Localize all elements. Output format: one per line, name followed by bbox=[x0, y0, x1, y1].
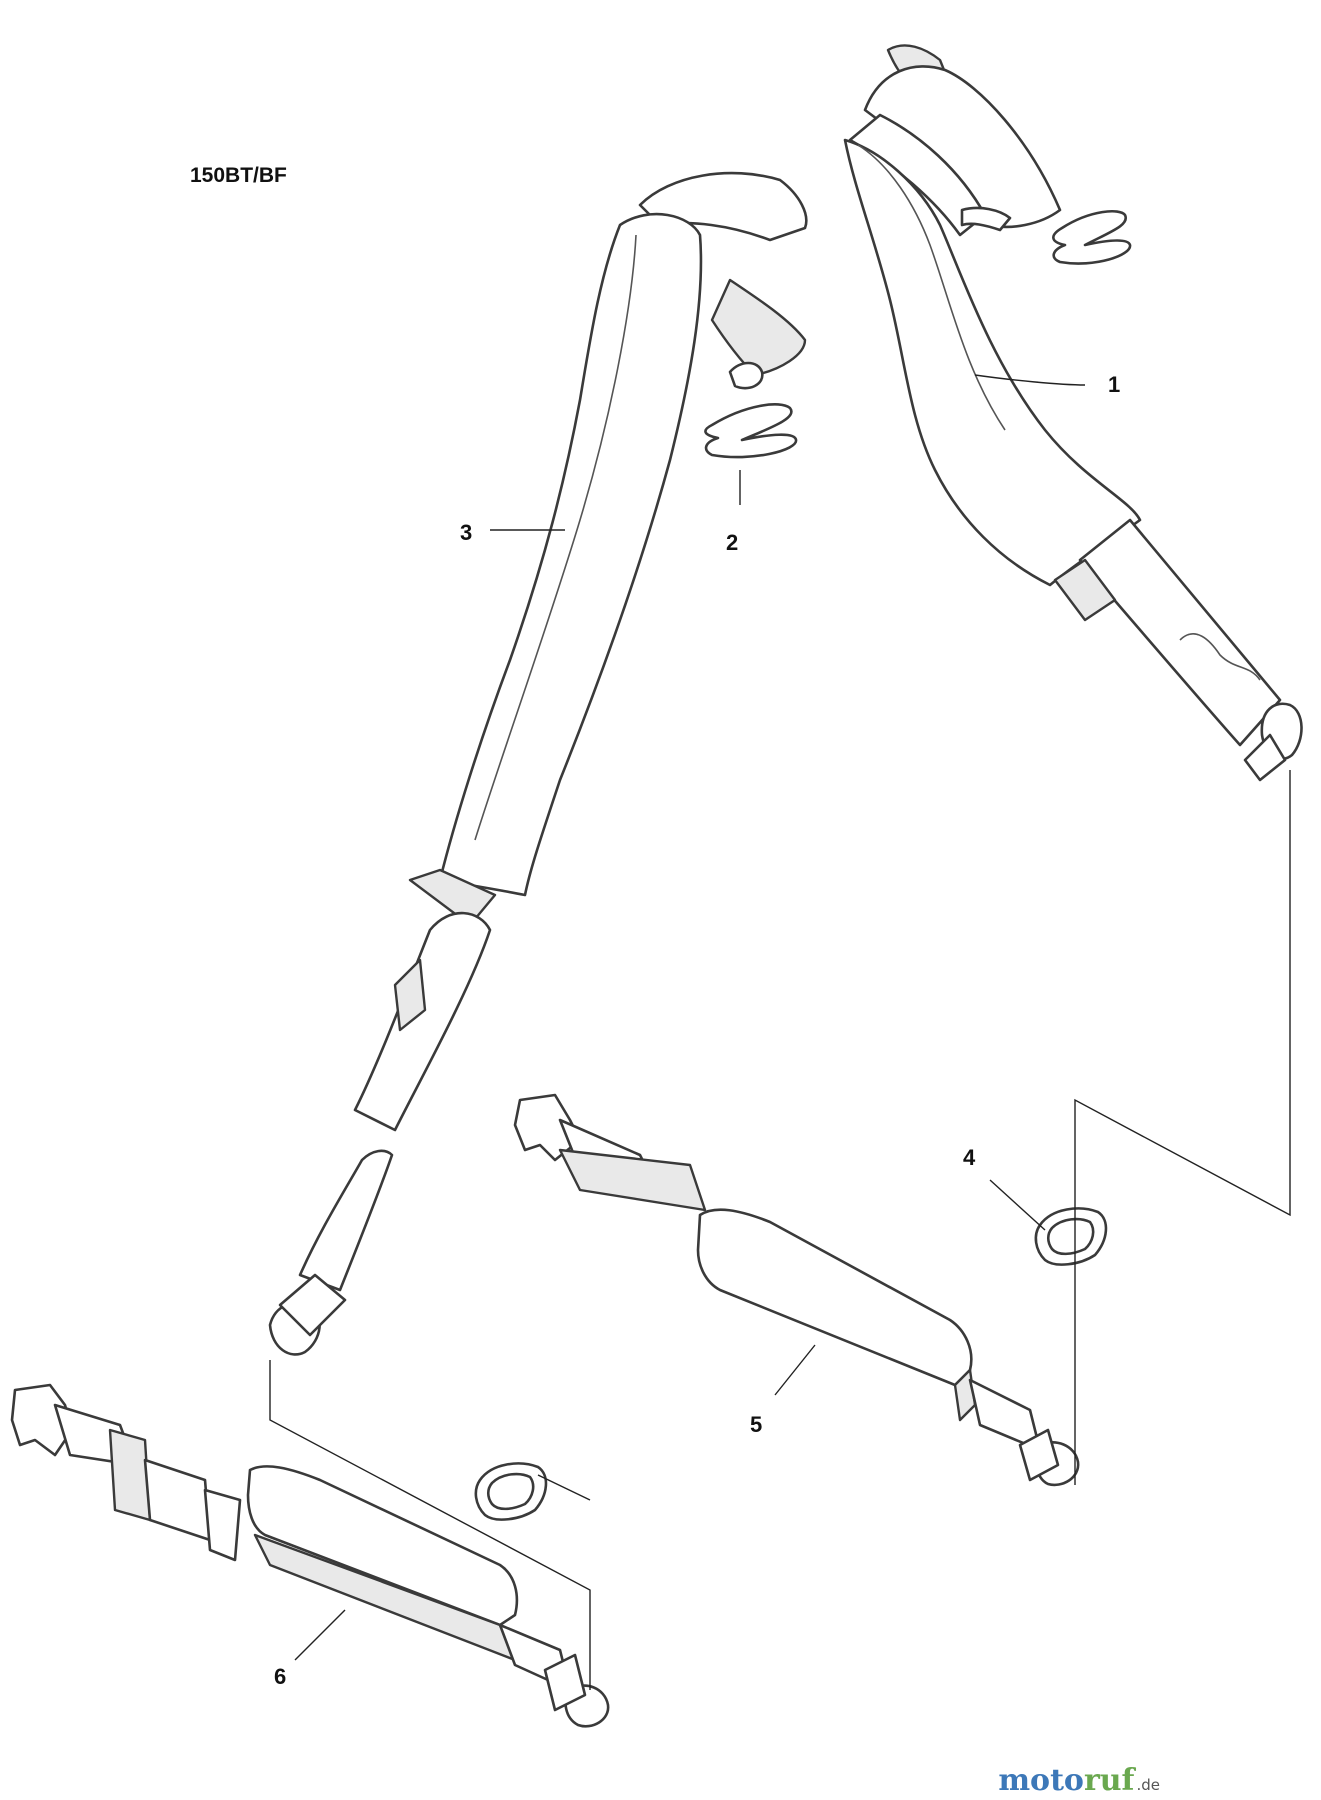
watermark-suffix: .de bbox=[1136, 1776, 1160, 1794]
callout-6: 6 bbox=[274, 1664, 286, 1689]
part-2-clip bbox=[704, 209, 1132, 459]
part-3-shoulder-strap-left bbox=[268, 171, 808, 1356]
callout-5: 5 bbox=[750, 1412, 762, 1437]
part-5-hip-pad-right bbox=[513, 1093, 1080, 1487]
svg-text:motoruf.de: motoruf.de bbox=[998, 1763, 1160, 1798]
callout-1: 1 bbox=[1108, 372, 1120, 397]
watermark-brand-green: ruf bbox=[1084, 1763, 1137, 1798]
watermark-brand-blue: moto bbox=[998, 1763, 1084, 1798]
model-label: 150BT/BF bbox=[190, 164, 287, 187]
part-1-shoulder-pad-right bbox=[843, 44, 1303, 782]
watermark-logo: motoruf.de bbox=[998, 1763, 1160, 1798]
part-6-hip-pad-left bbox=[10, 1383, 610, 1728]
callout-2: 2 bbox=[726, 530, 738, 555]
connection-lines bbox=[269, 770, 1291, 1690]
callout-4: 4 bbox=[963, 1145, 976, 1170]
part-4-d-ring bbox=[474, 1207, 1108, 1521]
callout-3: 3 bbox=[460, 520, 472, 545]
leader-lines bbox=[294, 374, 1086, 1661]
